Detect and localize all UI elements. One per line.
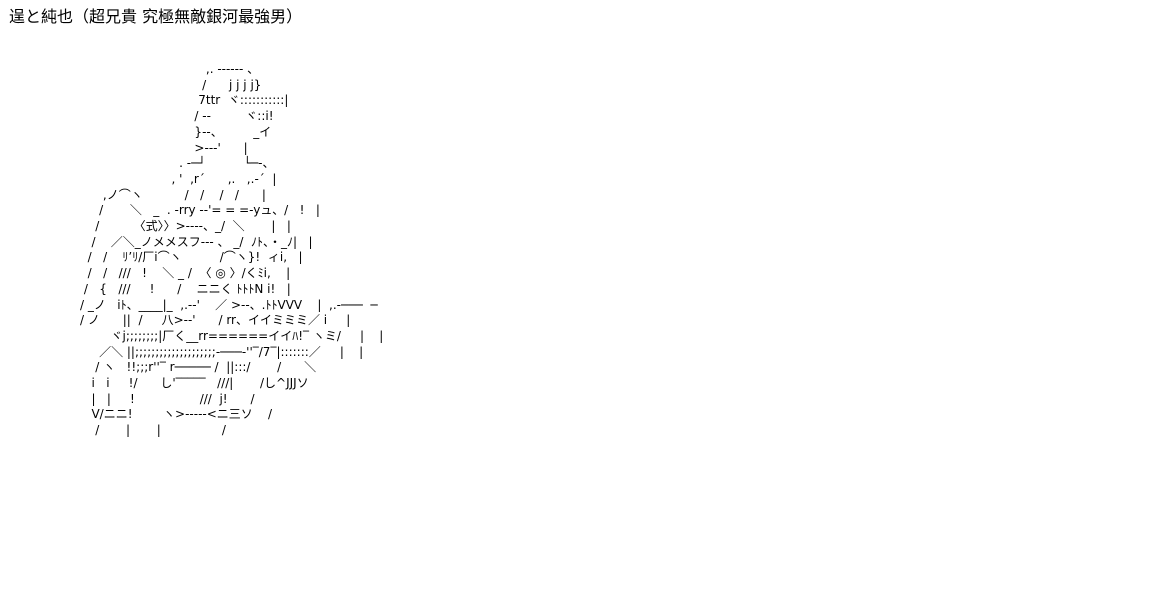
ascii-art-line: 7ttr ヾ:::::::::::|: [80, 93, 289, 108]
ascii-art-line: . -─┘ └─-、: [80, 156, 275, 171]
ascii-art-line: / / ﾘ’ﾘ/厂i⌒ヽ /⌒ヽ}! ィi, |: [80, 250, 303, 265]
ascii-art-line: / | | /: [80, 423, 226, 438]
ascii-art-line: / { /// ! / ニニく ﾄﾄﾄN i! |: [80, 281, 291, 296]
ascii-art-line: / ヽ !!;;;r''‾ r───── / ||:::/ / ＼: [80, 360, 317, 375]
ascii-art-line: / ノ || / 八>‐-' / rr、イイミミミ／ i |: [80, 313, 351, 328]
ascii-art-line: / j j j j}: [80, 77, 262, 92]
ascii-art-line: }‐-、 _イ: [80, 124, 272, 139]
ascii-art-line: / -‐ ヾ::i!: [80, 109, 274, 124]
ascii-art-line: , ' ,r´ ,. ,.-´ |: [80, 171, 277, 186]
ascii-art-line: | | ! /// j! /: [80, 391, 255, 406]
ascii-art-line: V/ニニ! ヽ>‐‐‐‐‐<ニ三ソ /: [80, 407, 273, 422]
ascii-art-line: / / /// ! ＼ _ / 〈 ◎ 〉/くﾐi, |: [80, 266, 291, 281]
ascii-art-line: / _ノ iﾄ、____|_ ,.-‐' ／ >‐-、.ﾄﾄVVV | ,.‐─…: [80, 297, 378, 312]
ascii-art-line: / 〈式〉〉>‐‐‐‐、_/ ＼ | |: [80, 219, 291, 234]
ascii-art-line: i i !/ し'‾‾‾‾‾ ///| /し^JJJソ: [80, 376, 309, 391]
ascii-art-figure: ,. -‐‐‐‐- 、 / j j j j} 7ttr ヾ:::::::::::…: [80, 62, 383, 439]
ascii-art-line: / ／＼_ノメメスフ‐‐‐ 、 _/ ﾉﾄ、・_ﾉ| |: [80, 234, 313, 249]
page-title: 逞と純也（超兄貴 究極無敵銀河最強男）: [9, 7, 303, 26]
ascii-art-line: ヾj;;;;;;;;|厂く__rr======イイﾊ!‾ ヽミ/ | |: [80, 328, 384, 343]
ascii-art-line: / ＼ _ . -rry ‐‐'= = =-yュ、/ ! |: [80, 203, 320, 218]
ascii-art-line: ／＼ ||;;;;;;;;;;;;;;;;;;;;‐───‐''‾/7‾|:::…: [80, 344, 364, 359]
ascii-art-line: ,ノ⌒ヽ / / / / |: [80, 187, 266, 202]
ascii-art-line: >‐‐-' |: [80, 140, 248, 155]
ascii-art-line: ,. -‐‐‐‐- 、: [80, 62, 260, 76]
